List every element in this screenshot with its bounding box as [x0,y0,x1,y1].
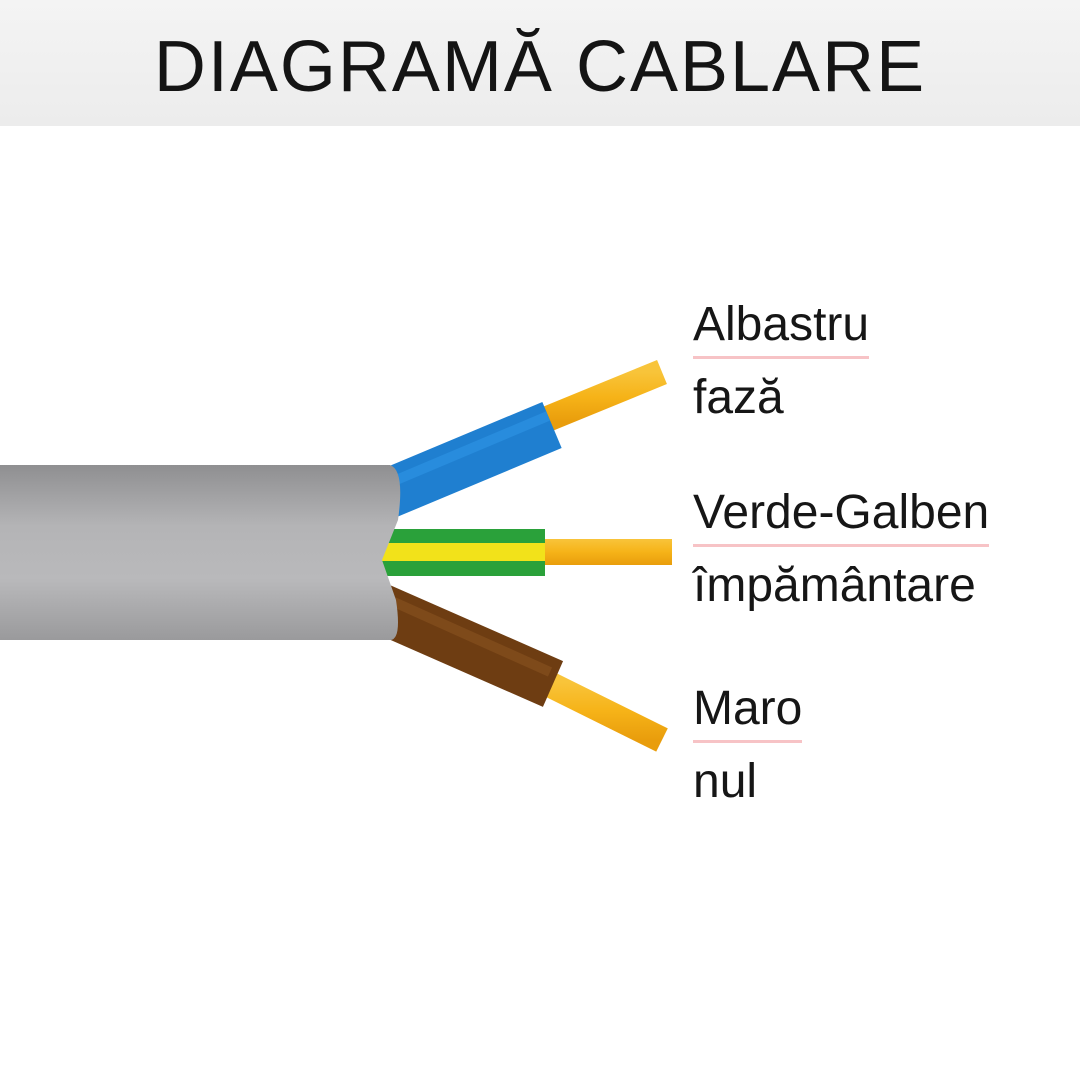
brown-wire-insulation [369,585,564,707]
label-blue-wire-name: Albastru [693,296,870,359]
label-green-yellow-wire-role: împământare [693,559,976,612]
cable-sheath-body [0,465,401,640]
blue-wire-insulation [370,401,562,521]
blue-wire [370,359,667,521]
brown-wire-highlight [382,593,553,677]
label-blue-wire: Albastru fază [693,296,870,427]
label-green-yellow-wire: Verde-Galben împământare [693,484,990,615]
label-brown-wire-role: nul [693,755,758,808]
green-yellow-wire-conductor [542,539,672,565]
label-brown-wire: Maro nul [693,680,803,811]
green-yellow-wire-stripe [380,543,545,561]
cable-sheath [0,465,401,640]
header-bar: DIAGRAMĂ CABLARE [0,0,1080,126]
brown-wire-conductor [539,670,668,752]
page-title: DIAGRAMĂ CABLARE [153,27,927,107]
label-blue-wire-role: fază [693,371,784,424]
green-yellow-wire [380,529,672,576]
blue-wire-conductor [535,359,667,435]
brown-wire [369,585,668,752]
blue-wire-highlight [380,411,550,491]
label-green-yellow-wire-name: Verde-Galben [693,484,990,547]
label-brown-wire-name: Maro [693,680,803,743]
